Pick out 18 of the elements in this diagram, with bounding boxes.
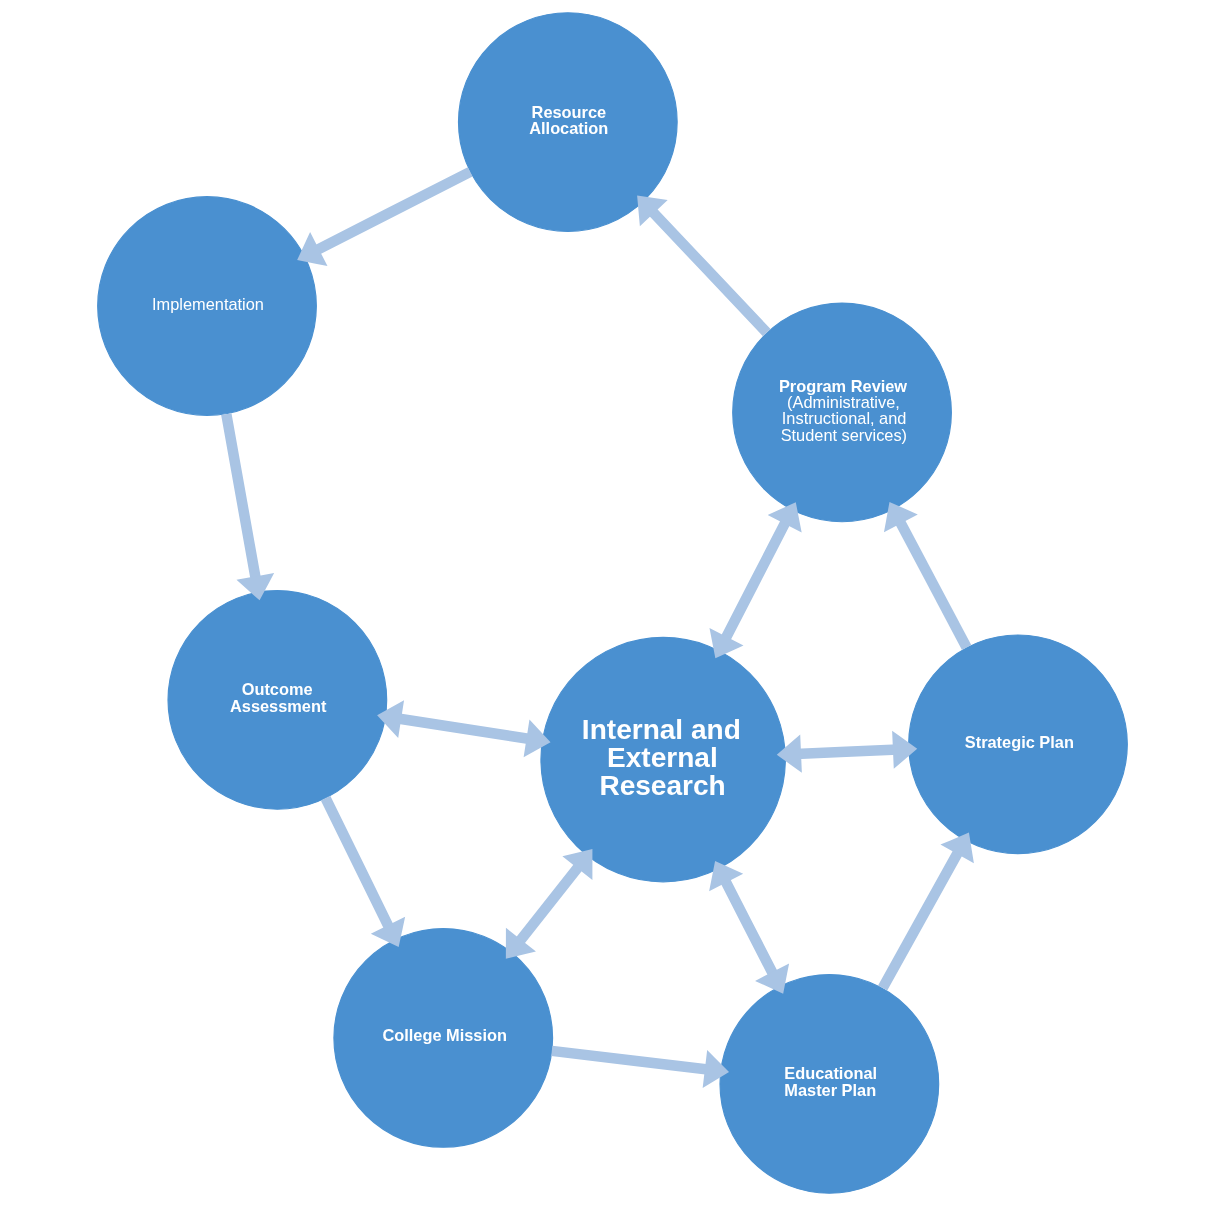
arrow <box>221 413 275 601</box>
arrow <box>776 730 918 773</box>
node-circle: Implementation <box>97 196 317 416</box>
arrow <box>709 860 790 994</box>
node-circle: Strategic Plan <box>908 634 1128 855</box>
arrow <box>883 501 972 650</box>
node-circle: Outcome Assessment <box>167 589 388 810</box>
node-circle: Program Review (Administrative, Instructional, and Student services) <box>732 302 952 523</box>
arrow <box>297 167 473 267</box>
arrow <box>320 795 406 948</box>
arrow <box>637 195 771 337</box>
node-circle: Resource Allocation <box>457 12 678 233</box>
arrow <box>377 700 551 758</box>
arrow <box>709 502 802 659</box>
arrow <box>505 849 593 959</box>
node-circle: Educational Master Plan <box>719 973 940 1194</box>
arrow <box>551 1045 729 1089</box>
arrow <box>878 832 974 991</box>
